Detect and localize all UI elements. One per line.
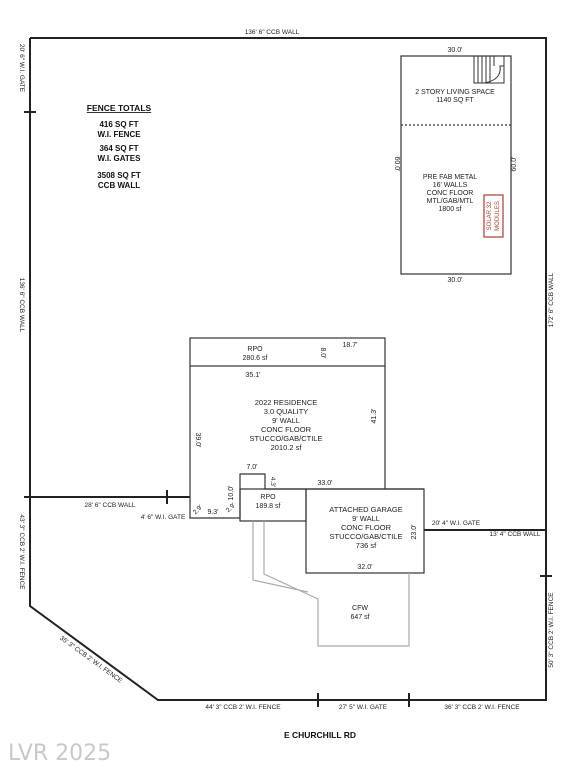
fence-total-amount: 3508 SQ FT [97,171,141,180]
bottom-gate-label: 27' 5" W.I. GATE [339,704,388,711]
residence-left-dim: 39.0' [194,433,201,448]
garage-top-dim: 33.0' [318,480,333,487]
cfw-label: CFW [352,605,368,612]
rpo-top-label: RPO [247,346,263,353]
residence-right-dim: 41.3' [371,409,378,424]
rpo-front-area: 189.8 sf [256,503,281,510]
fence-total-type: W.I. GATES [98,154,142,163]
residence-line: CONC FLOOR [261,425,312,434]
rear-top-dim: 30.0' [448,47,463,54]
rpo-top-height: 8.0' [319,347,326,358]
staircase-icon [473,55,505,84]
rear-bottom-dim: 30.0' [448,277,463,284]
rpo-front-label: RPO [260,494,276,501]
rear-right-dim: 60.0' [511,157,518,172]
residence-line: 3.0 QUALITY [264,407,309,416]
right-wall-label: 172' 6" CCB WALL [548,272,555,327]
garage-box [305,488,425,574]
garage-bottom-dim: 32.0' [358,564,373,571]
rpo-top-box [189,337,386,367]
residence-notch-side-dim: 4.3' [269,477,276,487]
cfw-area: 647 sf [350,614,369,621]
mid-right-gate-label: 20' 4" W.I. GATE [432,520,481,527]
residence-angle-b-dim: 9.3' [207,509,218,516]
residence-top-right-dim: 18.7' [343,342,358,349]
diagonal-fence-label: 35' 3" CCB 2' W.I. FENCE [58,635,124,685]
solar-line: SOLAR 32 [487,201,493,230]
cfw-outline [252,521,410,647]
mid-right-wall-label: 13' 4" CCB WALL [490,531,541,538]
residence-notch-left-dim: 10.0' [228,486,235,501]
rear-upper-line: 2 STORY LIVING SPACE [415,89,495,96]
garage-line: STUCCO/GAB/CTILE [330,532,403,541]
residence-line: 9' WALL [272,416,300,425]
rear-lower-line: MTL/GAB/MTL [427,198,474,205]
mid-left-wall-label: 28' 6" CCB WALL [85,502,136,509]
top-wall-label: 136' 6" CCB WALL [245,29,300,36]
middle-walls [30,496,546,531]
residence-line: 2010.2 sf [271,443,303,452]
bottom-left-fence-label: 44' 3" CCB 2' W.I. FENCE [205,704,281,711]
residence-angle-c-dim: 2.9' [225,502,237,514]
solar-modules-box [483,194,504,238]
residence-notch-top-dim: 7.0' [246,464,257,471]
garage-line: 9' WALL [352,514,380,523]
rear-lower-line: PRE FAB METAL [423,174,477,181]
fence-total-type: W.I. FENCE [97,130,141,139]
left-top-gate-label: 20' 6" W.I. GATE [18,44,25,93]
solar-line: MODULES [495,201,501,231]
rear-lower-line: CONC FLOOR [427,190,474,197]
mid-left-gate-label: 4' 6" W.I. GATE [141,514,186,521]
residence-line: 2022 RESIDENCE [255,398,318,407]
garage-line: CONC FLOOR [341,523,392,532]
fence-total-type: CCB WALL [98,181,140,190]
residence-outline [189,337,425,574]
garage-right-dim: 23.0' [411,525,418,540]
rear-left-dim: 60.0' [393,157,400,172]
residence-line: STUCCO/GAB/CTILE [250,434,323,443]
right-lower-fence-label: 50' 3" CCB 2' W.I. FENCE [548,592,555,668]
garage-line: ATTACHED GARAGE [329,505,402,514]
fence-total-amount: 364 SQ FT [99,144,138,153]
street-name: E CHURCHILL RD [284,730,356,740]
left-lower-fence-label: 43' 3" CCB 2' W.I. FENCE [18,514,25,590]
fence-totals-heading: FENCE TOTALS [87,103,152,113]
fence-totals: FENCE TOTALS 416 SQ FT W.I. FENCE 364 SQ… [87,103,152,190]
lot-boundary [29,37,547,701]
rpo-top-area: 280.6 sf [243,355,268,362]
rear-upper-line: 1140 SQ FT [436,97,474,104]
bottom-right-fence-label: 36' 3" CCB 2' W.I. FENCE [444,704,520,711]
rpo-top-width: 35.1' [246,372,261,379]
residence-angle-a-dim: 2.9' [192,504,204,516]
rear-lower-line: 1800 sf [439,206,462,213]
fence-total-amount: 416 SQ FT [99,120,138,129]
rear-lower-line: 16' WALLS [433,182,468,189]
watermark-text: LVR 2025 [8,741,111,766]
garage-line: 736 sf [356,541,377,550]
rear-building [400,55,512,275]
left-wall-label: 136' 6" CCB WALL [18,278,25,333]
